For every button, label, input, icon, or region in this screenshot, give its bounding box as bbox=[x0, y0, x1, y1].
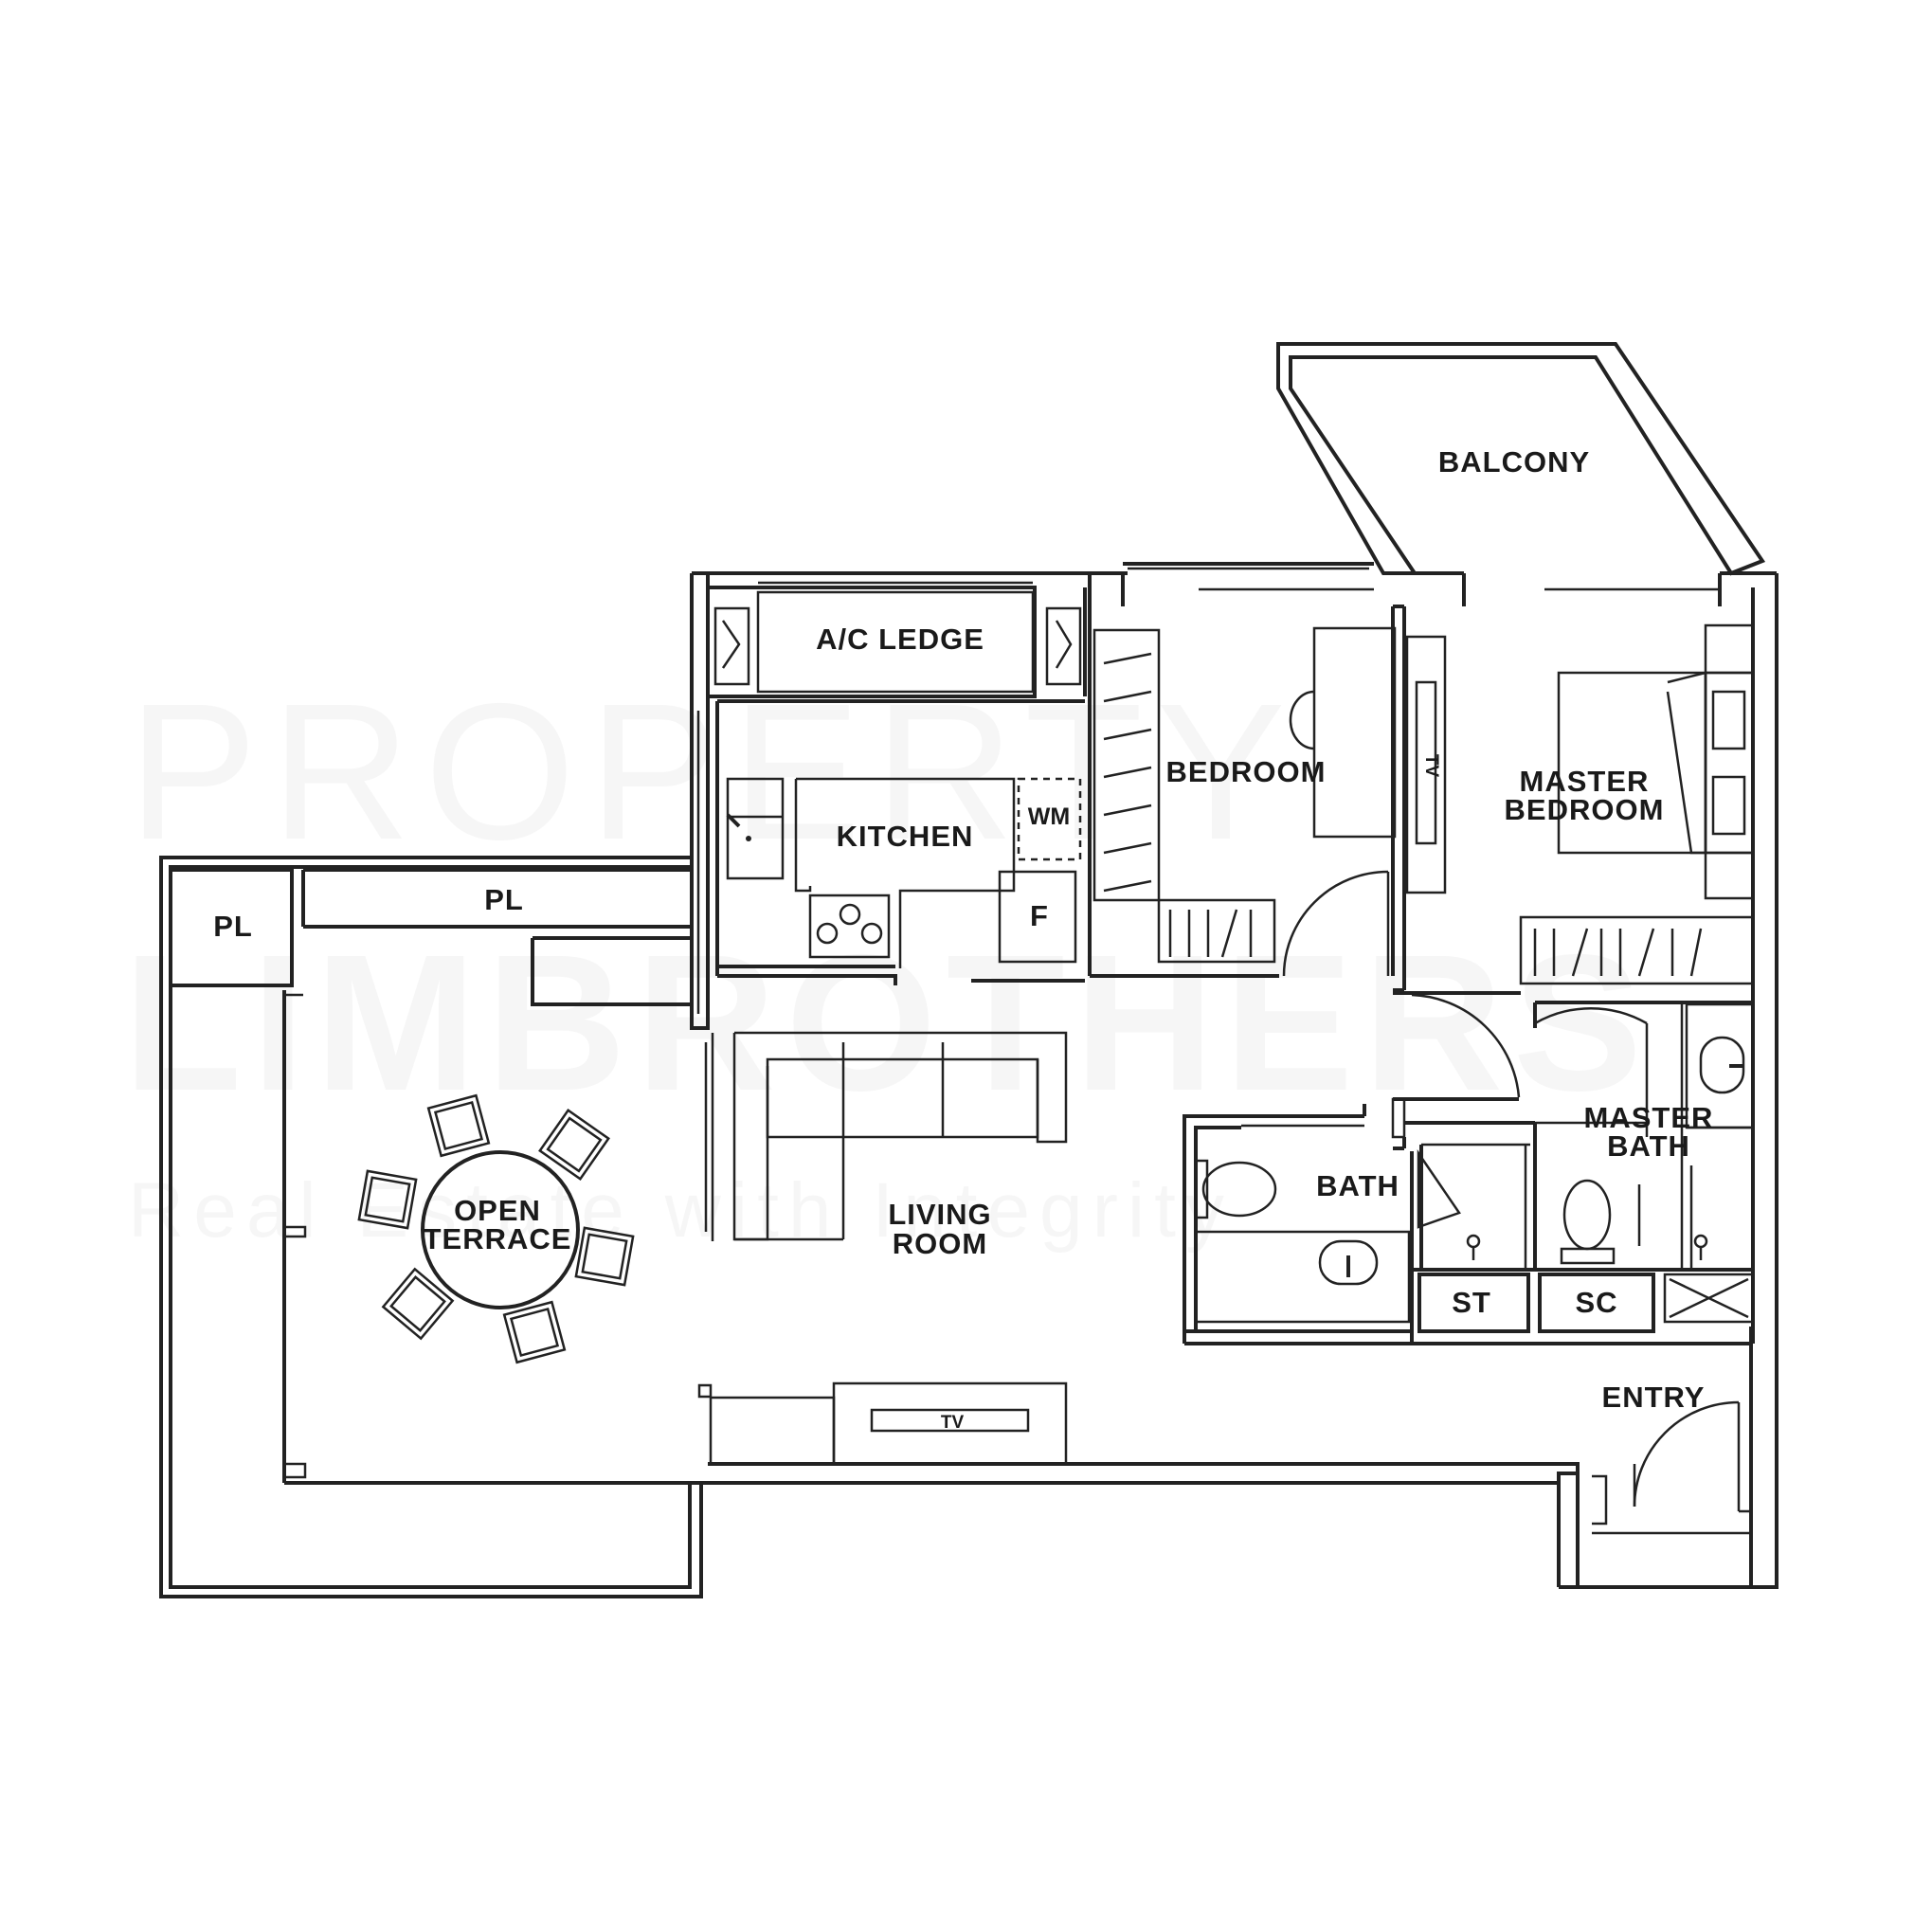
dining-set bbox=[357, 1093, 635, 1364]
bath bbox=[1183, 1104, 1530, 1345]
ac-ledge bbox=[706, 581, 1087, 698]
living-furniture bbox=[697, 1031, 1068, 1466]
label-balcony: BALCONY bbox=[1438, 445, 1590, 478]
terrace-walls bbox=[159, 856, 703, 1598]
label-tv-living: TV bbox=[941, 1413, 965, 1433]
label-pl-long: PL bbox=[484, 883, 524, 916]
label-master-bath-line1: MASTER bbox=[1584, 1101, 1714, 1134]
label-master-bedroom-line2: BEDROOM bbox=[1505, 793, 1665, 826]
label-ac-ledge: A/C LEDGE bbox=[816, 623, 984, 656]
tv-wall-bedroom bbox=[1393, 605, 1447, 992]
label-bedroom: BEDROOM bbox=[1166, 755, 1327, 788]
label-living-room-line2: ROOM bbox=[893, 1227, 987, 1260]
label-open-terrace-line2: TERRACE bbox=[424, 1222, 572, 1255]
label-master-bedroom-line1: MASTER bbox=[1520, 765, 1650, 798]
master-bath bbox=[1404, 1001, 1755, 1272]
label-bath: BATH bbox=[1316, 1169, 1399, 1202]
balcony-area bbox=[1276, 342, 1766, 576]
bedroom bbox=[1088, 567, 1397, 978]
store-shoe-cabinet bbox=[1412, 1268, 1755, 1345]
label-entry: ENTRY bbox=[1602, 1381, 1706, 1414]
label-tv-bedroom: TV bbox=[1421, 754, 1441, 778]
label-kitchen: KITCHEN bbox=[837, 820, 974, 853]
label-store: ST bbox=[1452, 1286, 1491, 1319]
master-bedroom bbox=[1393, 573, 1755, 995]
label-shoe-cabinet: SC bbox=[1575, 1286, 1617, 1319]
label-washing-machine: WM bbox=[1028, 803, 1070, 830]
entry-door bbox=[1592, 1400, 1753, 1535]
kitchen bbox=[696, 699, 1085, 1241]
master-bedroom-door bbox=[1391, 993, 1521, 1139]
label-open-terrace-line1: OPEN bbox=[454, 1194, 541, 1227]
label-master-bath-line2: BATH bbox=[1607, 1129, 1690, 1163]
label-fridge: F bbox=[1030, 899, 1049, 932]
label-pl-small: PL bbox=[213, 910, 253, 943]
label-living-room-line1: LIVING bbox=[888, 1198, 991, 1231]
watermark-tagline: Real Estate with Integrity bbox=[128, 1167, 1234, 1254]
